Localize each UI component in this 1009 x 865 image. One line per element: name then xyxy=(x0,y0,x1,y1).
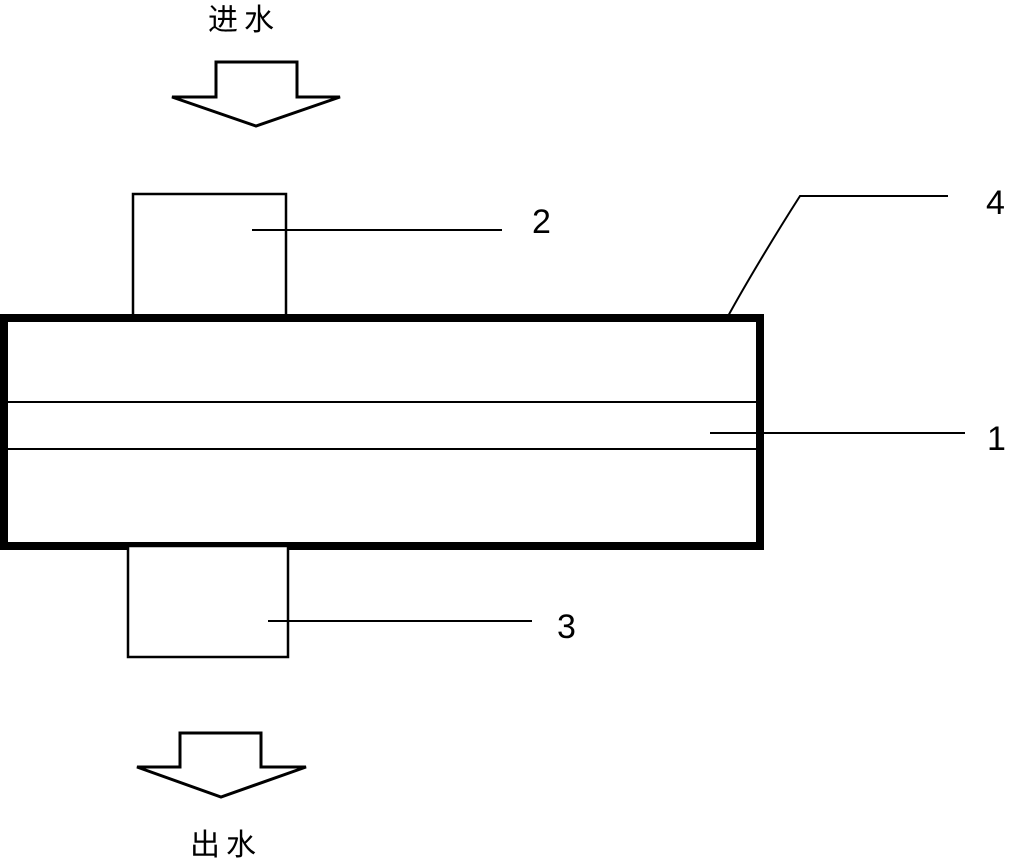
callout-1: 1 xyxy=(987,420,1006,458)
callout-2: 2 xyxy=(532,203,551,241)
housing xyxy=(0,314,764,550)
callout-4: 4 xyxy=(986,184,1005,222)
inlet-label: 进水 xyxy=(208,3,280,38)
outlet-arrow xyxy=(136,731,307,799)
inlet-arrow xyxy=(171,60,341,128)
callout-3: 3 xyxy=(557,608,576,646)
leader-line-4 xyxy=(726,195,948,319)
inlet-chamber xyxy=(131,192,288,322)
outlet-label: 出水 xyxy=(190,828,262,863)
outlet-chamber xyxy=(126,544,290,659)
